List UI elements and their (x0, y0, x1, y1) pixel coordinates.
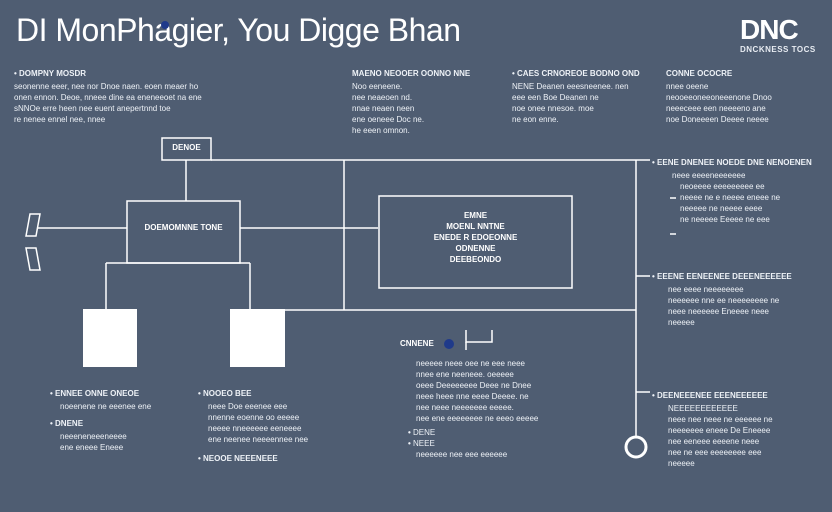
top-block-2: MAENO NEOOER OONNO NNE Noo eeneene. nee … (352, 68, 470, 136)
bottom-mid-heading: NOOEO BEE (198, 388, 308, 399)
top-block-1: DOMPNY MOSDR seonenne eeer, nee nor Dnoe… (14, 68, 202, 125)
bottom-mid-line: nnenne eoenne oo eeeee (208, 413, 300, 422)
top-block-line: eee een Boe Deanen ne (512, 93, 599, 102)
top-block-line: ene oeneee Doc ne. (352, 115, 425, 124)
right-block-line: nee ne eee eeeeeeee eee (668, 448, 762, 457)
right-box-line: ENEDE R EDOEONNE (433, 233, 518, 242)
right-block-line: neeeee ne neeee eeee (680, 204, 763, 213)
right-block-intro: neee eeeeneeeeeee (672, 171, 746, 180)
logo-subtitle: DNCKNESS TOCS (740, 45, 816, 54)
top-block-line: NENE Deanen eeesneenee. nen (512, 82, 629, 91)
bottom-left-block: ENNEE ONNE ONEOE noeenene ne eeenee ene … (50, 388, 151, 453)
right-block-line: neeee ne e neeee eneee ne (680, 193, 781, 202)
top-block-line: neooeeoneeoneeenone Dnoo (666, 93, 772, 102)
caption-label: CNNENE (400, 339, 434, 348)
right-block-heading: EENE DNENEE NOEDE DNE NENOENEN (652, 157, 812, 168)
top-block-line: Noo eeneene. (352, 82, 403, 91)
top-block-line: seonenne eeer, nee nor Dnoe naen. eoen m… (14, 82, 199, 91)
logo-mark: DNC (740, 14, 799, 45)
center-text-line: nnee ene neeneee. oeeeee (416, 370, 514, 379)
right-block-heading: EEENE EENEENEE DEEENEEEEEE (652, 271, 792, 282)
top-block-line: ne eon enne. (512, 115, 559, 124)
center-bullet: NEEE (408, 438, 538, 449)
bottom-mid-line: neee Doe eeenee eee (208, 402, 288, 411)
bottom-mid-line: ene neenee neeeennee nee (208, 435, 309, 444)
right-block-line: neeeeeee eneee De Eneeee (668, 426, 771, 435)
accent-dot (444, 339, 454, 349)
bottom-left-heading: DNENE (50, 418, 151, 429)
right-block-line: neee nee neee ne eeeeee ne (668, 415, 773, 424)
top-block-line: nnee oeene (666, 82, 709, 91)
top-block-3: CAES CRNOREOE BODNO OND NENE Deanen eees… (512, 68, 640, 125)
right-box-line: MOENL NNTNE (446, 222, 505, 231)
top-block-line: noe onee nnesoe. moe (512, 104, 594, 113)
top-block-4: CONNE OCOCRE nnee oeene neooeeoneeoneeen… (666, 68, 772, 125)
right-block-heading: DEENEEENEE EEENEEEEEE (652, 390, 773, 401)
right-mid-box (378, 195, 573, 289)
top-block-heading: CONNE OCOCRE (666, 69, 733, 78)
bottom-left-line: neeeneneeeneeee (60, 432, 127, 441)
top-block-heading: CAES CRNOREOE BODNO OND (512, 68, 640, 79)
bottom-mid-block: NOOEO BEE neee Doe eeenee eee nnenne eoe… (198, 388, 308, 466)
center-text-line: nee ene eeeeeeee ne eeeo eeeee (416, 414, 539, 423)
right-block-3: DEENEEENEE EEENEEEEEE NEEEEEEEEEEEE neee… (652, 390, 773, 469)
top-block-line: he eeen omnon. (352, 126, 410, 135)
top-block-line: neeeceee een neeeeno ane (666, 104, 766, 113)
bottom-mid-line: neeee nneeeeee eeneeee (208, 424, 302, 433)
right-block-line: ne neeeee Eeeee ne eee (680, 215, 770, 224)
center-bullet-line: neeeeee nee eee eeeeee (416, 450, 508, 459)
white-box-left (83, 309, 137, 367)
right-block-line: NEEEEEEEEEEEE (668, 404, 738, 413)
left-mid-box-label: DOEMOMNNE TONE (144, 223, 223, 232)
caption-bracket (465, 330, 493, 343)
right-block-line: neeeee (668, 318, 695, 327)
bottom-left-line: noeenene ne eeenee ene (60, 402, 152, 411)
center-bullet: DENE (408, 427, 538, 438)
top-block-heading: DOMPNY MOSDR (14, 68, 202, 79)
bottom-left-line: ene eneee Eneee (60, 443, 124, 452)
right-block-1: EENE DNENEE NOEDE DNE NENOENEN neee eeee… (652, 157, 812, 225)
top-block-line: nnae neaen neen (352, 104, 415, 113)
top-block-line: nee neaeoen nd. (352, 93, 413, 102)
center-text-line: neee heee nne eeee Deeee. ne (416, 392, 529, 401)
center-text-line: neeeee neee oee ne eee neee (416, 359, 525, 368)
bottom-left-heading: ENNEE ONNE ONEOE (50, 388, 151, 399)
right-block-line: neeeeee nne ee neeeeeeee ne (668, 296, 780, 305)
right-block-line: nee eeee neeeeeeee (668, 285, 744, 294)
right-block-2: EEENE EENEENEE DEEENEEEEEE nee eeee neee… (652, 271, 792, 328)
right-block-line: neeeee (668, 459, 695, 468)
left-arrow-upper (25, 213, 41, 237)
accent-dot-title (161, 21, 169, 29)
top-block-line: sNNOe erre heen nee euent anepertnnd toe (14, 104, 171, 113)
top-block-line: onen ennon. Deoe, nneee dine ea eneneeoe… (14, 93, 202, 102)
right-mid-box-label: EMNE MOENL NNTNE ENEDE R EDOEONNE ODNENN… (379, 210, 572, 265)
right-block-line: neee neeeeee Eneeee neee (668, 307, 769, 316)
bottom-mid-footer: NEOOE NEEENEEE (198, 453, 308, 464)
right-box-line: EMNE (463, 211, 488, 220)
center-text-line: oeee Deeeeeeee Deee ne Dnee (416, 381, 532, 390)
right-block-line: nee eeneee eeeene neee (668, 437, 760, 446)
top-small-box-label: DENOE (172, 143, 201, 152)
top-block-heading: MAENO NEOOER OONNO NNE (352, 69, 471, 78)
top-block-line: noe Doneeeen Deeee neeee (666, 115, 769, 124)
white-box-right (230, 309, 285, 367)
right-block-line: neoeeee eeeeeeeee ee (680, 182, 765, 191)
endpoint-circle (624, 435, 648, 459)
center-text-line: nee neee neeeeeee eeeee. (416, 403, 514, 412)
right-box-line: DEEBEONDO (449, 255, 502, 264)
top-block-line: re nenee ennel nee, nnee (14, 115, 106, 124)
page-title: DI MonPhagier, You Digge Bhan (16, 12, 461, 48)
logo: DNC DNCKNESS TOCS (740, 16, 822, 56)
left-arrow-lower (25, 247, 41, 271)
center-text-block: neeeee neee oee ne eee neee nnee ene nee… (408, 358, 538, 460)
right-box-line: ODNENNE (455, 244, 496, 253)
